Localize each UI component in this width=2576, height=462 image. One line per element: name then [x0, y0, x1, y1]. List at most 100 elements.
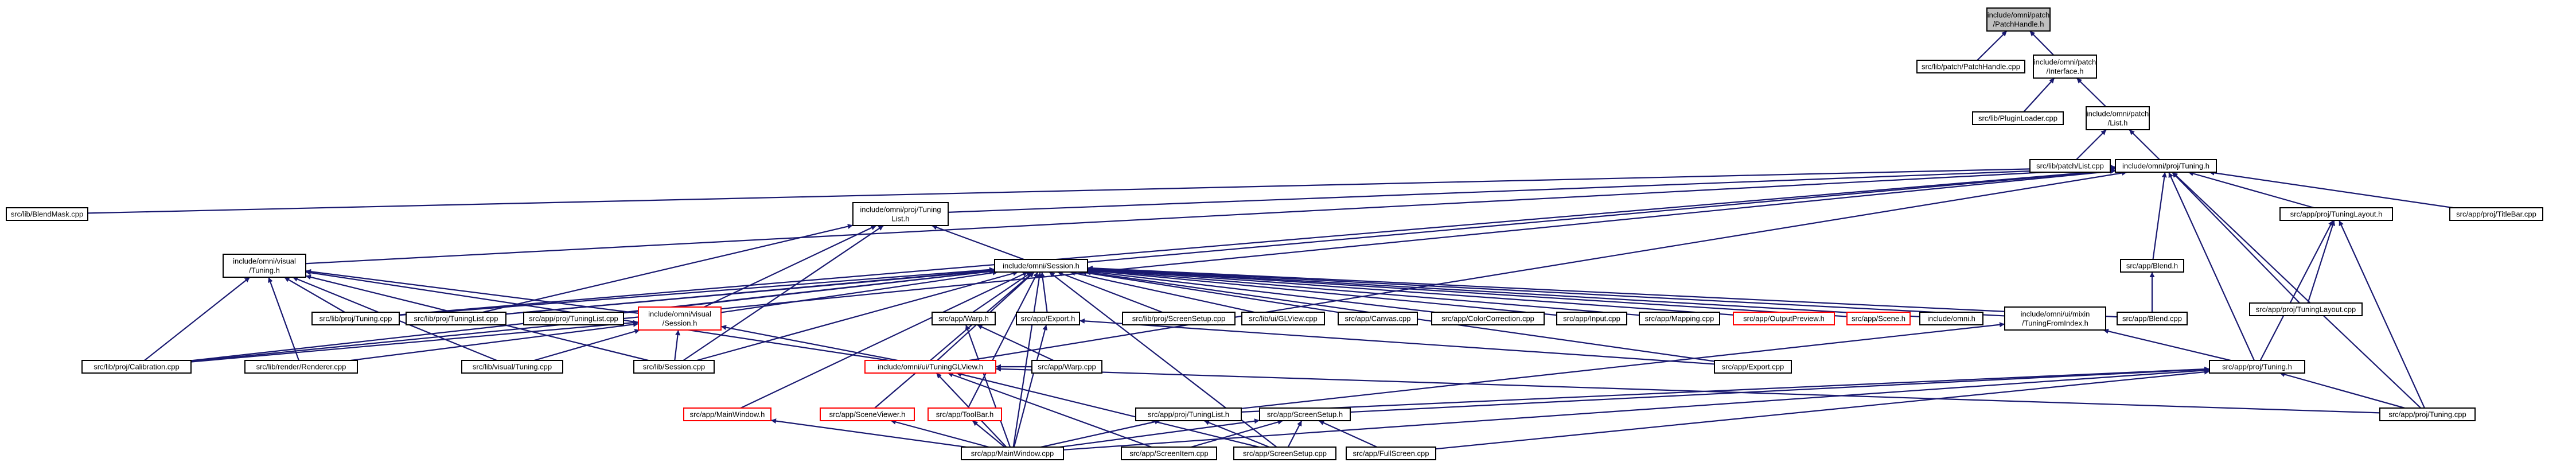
node-box[interactable] [683, 407, 771, 421]
node-box[interactable] [244, 360, 358, 374]
node-box[interactable] [1986, 7, 2051, 32]
node-box[interactable] [1916, 60, 2025, 73]
node-box[interactable] [2115, 159, 2217, 173]
node-box[interactable] [2449, 207, 2543, 221]
node-visual-tuning-h[interactable]: include/omni/visual/Tuning.h [223, 254, 306, 278]
node-patch-list-cpp[interactable]: src/lib/patch/List.cpp [2029, 159, 2111, 173]
node-app-proj-tuninglist-h[interactable]: src/app/proj/TuningList.h [1135, 407, 1242, 421]
node-lib-ui-glview-cpp[interactable]: src/lib/ui/GLView.cpp [1241, 312, 1325, 325]
node-box[interactable] [2086, 106, 2150, 130]
node-app-export-h[interactable]: src/app/Export.h [1016, 312, 1080, 325]
node-omni-h[interactable]: include/omni.h [1919, 312, 1983, 325]
node-session-h[interactable]: include/omni/Session.h [994, 259, 1088, 273]
node-box[interactable] [1241, 312, 1325, 325]
node-patchhandle-cpp[interactable]: src/lib/patch/PatchHandle.cpp [1916, 60, 2025, 73]
node-box[interactable] [2004, 306, 2106, 331]
node-box[interactable] [1846, 312, 1911, 325]
node-app-outputpreview-h[interactable]: src/app/OutputPreview.h [1733, 312, 1835, 325]
node-box[interactable] [461, 360, 563, 374]
node-app-warp-h[interactable]: src/app/Warp.h [932, 312, 996, 325]
node-app-blend-cpp[interactable]: src/app/Blend.cpp [2117, 312, 2188, 325]
node-box[interactable] [1135, 407, 1242, 421]
node-box[interactable] [1431, 312, 1545, 325]
node-box[interactable] [2029, 159, 2111, 173]
node-box[interactable] [523, 312, 624, 325]
node-app-colorcorrection-cpp[interactable]: src/app/ColorCorrection.cpp [1431, 312, 1545, 325]
node-box[interactable] [223, 254, 306, 278]
node-box[interactable] [1259, 407, 1351, 421]
node-box[interactable] [1972, 111, 2064, 125]
node-box[interactable] [927, 407, 1002, 421]
node-box[interactable] [1233, 447, 1336, 460]
node-lib-proj-calibration-cpp[interactable]: src/lib/proj/Calibration.cpp [81, 360, 192, 374]
node-patch-interface-h[interactable]: include/omni/patch/Interface.h [2033, 55, 2097, 79]
node-app-titlebar-cpp[interactable]: src/app/proj/TitleBar.cpp [2449, 207, 2543, 221]
node-box[interactable] [1121, 447, 1217, 460]
node-lib-render-renderer-cpp[interactable]: src/lib/render/Renderer.cpp [244, 360, 358, 374]
node-ui-tuningglview-h[interactable]: include/omni/ui/TuningGLView.h [864, 360, 996, 374]
node-box[interactable] [638, 306, 722, 331]
node-box[interactable] [633, 360, 715, 374]
node-app-proj-tuning-h[interactable]: src/app/proj/Tuning.h [2209, 360, 2305, 374]
node-lib-proj-screensetup-cpp[interactable]: src/lib/proj/ScreenSetup.cpp [1122, 312, 1236, 325]
node-patchhandle-h[interactable]: include/omni/patch/PatchHandle.h [1986, 7, 2051, 32]
node-proj-tuning-h[interactable]: include/omni/proj/Tuning.h [2115, 159, 2217, 173]
node-box[interactable] [1556, 312, 1627, 325]
node-app-mapping-cpp[interactable]: src/app/Mapping.cpp [1639, 312, 1720, 325]
node-box[interactable] [1346, 447, 1436, 460]
node-lib-proj-tuninglist-cpp[interactable]: src/lib/proj/TuningList.cpp [406, 312, 506, 325]
node-box[interactable] [1733, 312, 1835, 325]
node-app-scene-h[interactable]: src/app/Scene.h [1846, 312, 1911, 325]
node-app-toolbar-h[interactable]: src/app/ToolBar.h [927, 407, 1002, 421]
node-box[interactable] [994, 259, 1088, 273]
node-proj-tuninglist-h[interactable]: include/omni/proj/TuningList.h [852, 202, 949, 226]
node-box[interactable] [2120, 259, 2184, 273]
node-box[interactable] [2379, 407, 2476, 421]
node-box[interactable] [1338, 312, 1418, 325]
node-box[interactable] [932, 312, 996, 325]
node-app-warp-cpp[interactable]: src/app/Warp.cpp [1031, 360, 1102, 374]
node-lib-session-cpp[interactable]: src/lib/Session.cpp [633, 360, 715, 374]
node-box[interactable] [6, 207, 88, 221]
node-box[interactable] [864, 360, 996, 374]
node-app-proj-tuning-cpp[interactable]: src/app/proj/Tuning.cpp [2379, 407, 2476, 421]
node-blendmask-cpp[interactable]: src/lib/BlendMask.cpp [6, 207, 88, 221]
node-app-input-cpp[interactable]: src/app/Input.cpp [1556, 312, 1627, 325]
node-box[interactable] [1639, 312, 1720, 325]
node-box[interactable] [2249, 302, 2363, 316]
node-patch-list-h[interactable]: include/omni/patch/List.h [2086, 106, 2150, 130]
node-box[interactable] [820, 407, 915, 421]
node-app-proj-tuninglayout-h[interactable]: src/app/proj/TuningLayout.h [2279, 207, 2393, 221]
node-ui-mixin-tuningfromindex-h[interactable]: include/omni/ui/mixin/TuningFromIndex.h [2004, 306, 2106, 331]
node-app-screensetup-cpp[interactable]: src/app/ScreenSetup.cpp [1233, 447, 1336, 460]
node-app-sceneviewer-h[interactable]: src/app/SceneViewer.h [820, 407, 915, 421]
node-app-export-cpp[interactable]: src/app/Export.cpp [1714, 360, 1792, 374]
node-box[interactable] [1919, 312, 1983, 325]
node-box[interactable] [81, 360, 192, 374]
node-app-mainwindow-h[interactable]: src/app/MainWindow.h [683, 407, 771, 421]
node-app-blend-h[interactable]: src/app/Blend.h [2120, 259, 2184, 273]
node-app-screenitem-cpp[interactable]: src/app/ScreenItem.cpp [1121, 447, 1217, 460]
node-pluginloader-cpp[interactable]: src/lib/PluginLoader.cpp [1972, 111, 2064, 125]
node-app-screensetup-h[interactable]: src/app/ScreenSetup.h [1259, 407, 1351, 421]
node-app-proj-tuninglayout-cpp[interactable]: src/app/proj/TuningLayout.cpp [2249, 302, 2363, 316]
node-box[interactable] [961, 447, 1064, 460]
node-app-proj-tuninglist-cpp[interactable]: src/app/proj/TuningList.cpp [523, 312, 624, 325]
node-box[interactable] [1031, 360, 1102, 374]
node-box[interactable] [2117, 312, 2188, 325]
node-box[interactable] [852, 202, 949, 226]
node-box[interactable] [2209, 360, 2305, 374]
node-box[interactable] [1016, 312, 1080, 325]
node-box[interactable] [2033, 55, 2097, 79]
node-box[interactable] [1714, 360, 1792, 374]
node-box[interactable] [2279, 207, 2393, 221]
node-app-canvas-cpp[interactable]: src/app/Canvas.cpp [1338, 312, 1418, 325]
node-lib-visual-tuning-cpp[interactable]: src/lib/visual/Tuning.cpp [461, 360, 563, 374]
node-box[interactable] [311, 312, 400, 325]
node-lib-proj-tuning-cpp[interactable]: src/lib/proj/Tuning.cpp [311, 312, 400, 325]
node-box[interactable] [1122, 312, 1236, 325]
node-app-fullscreen-cpp[interactable]: src/app/FullScreen.cpp [1346, 447, 1436, 460]
node-box[interactable] [406, 312, 506, 325]
node-visual-session-h[interactable]: include/omni/visual/Session.h [638, 306, 722, 331]
node-app-mainwindow-cpp[interactable]: src/app/MainWindow.cpp [961, 447, 1064, 460]
